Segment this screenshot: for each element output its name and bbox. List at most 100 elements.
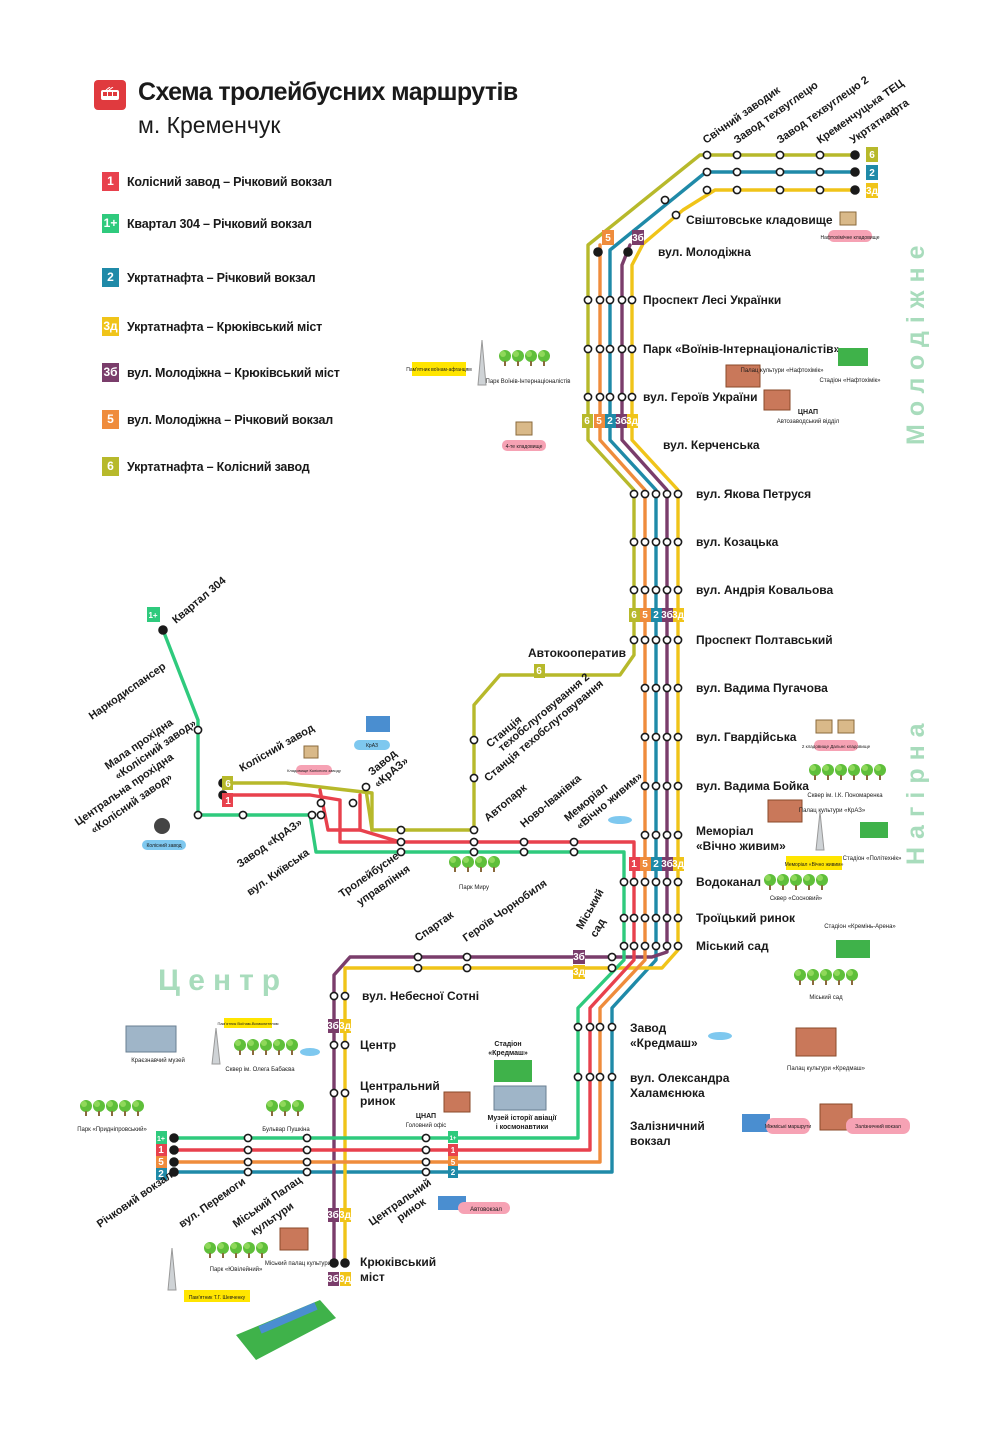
district-labels: Молодіжне Нагірна Центр [158, 237, 930, 997]
stop-right-1: Проспект Лесі Українки [643, 293, 781, 307]
legend-label: Укртатнафта – Колісний завод [127, 459, 310, 474]
svg-text:Пам'ятник воїнам-афганцям: Пам'ятник воїнам-афганцям [406, 367, 472, 373]
stop-right-0: вул. Молодіжна [658, 245, 751, 259]
stop-centr-c: Центр [360, 1038, 396, 1052]
svg-text:3д: 3д [339, 1210, 352, 1221]
svg-text:3д: 3д [339, 1274, 352, 1285]
route-badge: 1 [102, 172, 119, 191]
map-badges: 6 2 3д 5 3б 6 5 2 3б 3д 6 5 2 3б 3д 1 5 … [147, 147, 879, 1286]
stop-right-9: вул. Вадима Пугачова [696, 681, 828, 695]
svg-text:Стадіон «Нафтохімік»: Стадіон «Нафтохімік» [819, 378, 881, 384]
svg-text:3б: 3б [661, 858, 673, 870]
svg-text:Міжміські маршрути: Міжміські маршрути [765, 1124, 811, 1130]
stop-avtokoop: Автокооператив [528, 646, 626, 660]
stop-khalam-1: вул. Олександра [630, 1071, 730, 1085]
route-6-line [221, 153, 857, 832]
stop-sto2-b: техобслуговування 2 [496, 671, 592, 754]
svg-text:5: 5 [158, 1157, 164, 1168]
svg-text:1+: 1+ [148, 611, 157, 620]
legend-label: Колісний завод – Річковий вокзал [127, 174, 332, 189]
svg-text:5: 5 [451, 1158, 456, 1167]
stop-novo: Ново-Іванівка [518, 772, 584, 830]
briefcase-icon [515, 421, 533, 436]
svg-text:ЦНАП: ЦНАП [416, 1113, 436, 1120]
stop-right-12: Водоканал [696, 875, 761, 889]
svg-text:3д: 3д [573, 967, 586, 978]
stop-right-13: Троїцький ринок [696, 911, 796, 925]
stop-right-7: вул. Андрія Ковальова [696, 583, 834, 597]
route-badge: 3д [102, 317, 119, 336]
svg-text:Музей історії авіації: Музей історії авіації [488, 1114, 558, 1122]
stop-right-10: вул. Гвардійська [696, 730, 797, 744]
district-nahirna: Нагірна [902, 715, 930, 865]
stop-kremash-2: «Кредмаш» [630, 1036, 698, 1050]
monument-icon [815, 811, 825, 851]
stop-kvartal: Квартал 304 [170, 574, 229, 626]
stop-memorial-2: «Вічно живим» [696, 839, 786, 853]
briefcase-icon [303, 745, 319, 759]
svg-text:3б: 3б [661, 609, 673, 621]
svg-text:Палац культури «Кредмаш»: Палац культури «Кредмаш» [787, 1066, 866, 1072]
svg-text:«Кредмаш»: «Кредмаш» [488, 1050, 528, 1057]
svg-text:Нафтохімічне кладовище: Нафтохімічне кладовище [821, 235, 880, 241]
route-loop-kraz [318, 788, 362, 832]
district-tsentr: Центр [158, 964, 288, 997]
bridge-icon [236, 1300, 336, 1360]
stop-memorial-1: Меморіал [696, 824, 754, 838]
briefcase-icon [815, 719, 833, 734]
legend-label: вул. Молодіжна – Крюківський міст [127, 365, 340, 380]
route-5-line [172, 243, 647, 1164]
route-loop-kraz-2 [358, 828, 402, 844]
briefcase-icon [839, 211, 857, 226]
route-3b-line [332, 243, 669, 1265]
svg-text:Автовокзал: Автовокзал [470, 1207, 502, 1213]
monument-icon [477, 339, 487, 386]
stop-rynok-1: Центральний [360, 1079, 440, 1093]
stop-rynok-2: ринок [360, 1094, 396, 1108]
svg-text:Кладовище Колісного заводу: Кладовище Колісного заводу [287, 768, 341, 773]
svg-text:1: 1 [631, 859, 637, 870]
svg-text:6: 6 [584, 416, 590, 427]
svg-text:5: 5 [596, 416, 602, 427]
stop-zal-2: вокзал [630, 1134, 671, 1148]
stop-misk-sad-2: сад [588, 917, 608, 940]
svg-text:6: 6 [869, 150, 875, 161]
page-subtitle: м. Кременчук [138, 112, 281, 138]
monument-icon [211, 1027, 221, 1065]
svg-text:2: 2 [869, 168, 875, 179]
stop-right-14: Міський сад [696, 939, 769, 953]
svg-text:Колісний завод: Колісний завод [146, 842, 181, 849]
legend-item: 1+Квартал 304 – Річковий вокзал [102, 214, 312, 236]
stop-right-4: вул. Керченська [663, 438, 760, 452]
svg-text:ЦНАП: ЦНАП [798, 409, 818, 416]
svg-text:Міський сад: Міський сад [809, 994, 843, 1001]
svg-text:Сквер «Сосновий»: Сквер «Сосновий» [770, 895, 823, 902]
fountain-icon [708, 1032, 732, 1040]
svg-text:6: 6 [536, 666, 542, 677]
svg-text:Парк «Ювілейний»: Парк «Ювілейний» [210, 1266, 263, 1273]
briefcase-icon [837, 719, 855, 734]
stop-kremash-1: Завод [630, 1021, 667, 1035]
svg-text:Стадіон: Стадіон [494, 1040, 521, 1048]
legend-label: Квартал 304 – Річковий вокзал [127, 216, 312, 231]
svg-text:3б: 3б [632, 232, 644, 244]
monument-icon [167, 1247, 177, 1291]
svg-text:1: 1 [451, 1146, 456, 1155]
stop-right-3: вул. Героїв України [643, 390, 758, 404]
svg-text:3б: 3б [615, 415, 627, 427]
svg-text:3д: 3д [339, 1021, 352, 1032]
svg-text:3б: 3б [327, 1209, 339, 1221]
svg-text:4-те кладовище: 4-те кладовище [506, 444, 543, 450]
fountain-icon [300, 1048, 320, 1056]
svg-text:3д: 3д [626, 416, 639, 427]
tire-icon [154, 818, 170, 834]
route-badge: 2 [102, 268, 119, 287]
legend-label: Укртатнафта – Річковий вокзал [127, 270, 316, 285]
stop-nebesnoi: вул. Небесної Сотні [362, 989, 479, 1003]
page-title: Схема тролейбусних маршрутів [138, 78, 518, 106]
svg-text:Автозаводський відділ: Автозаводський відділ [777, 418, 840, 425]
stop-labels: Свічний заводик Завод техвуглецю Завод т… [73, 74, 912, 1284]
